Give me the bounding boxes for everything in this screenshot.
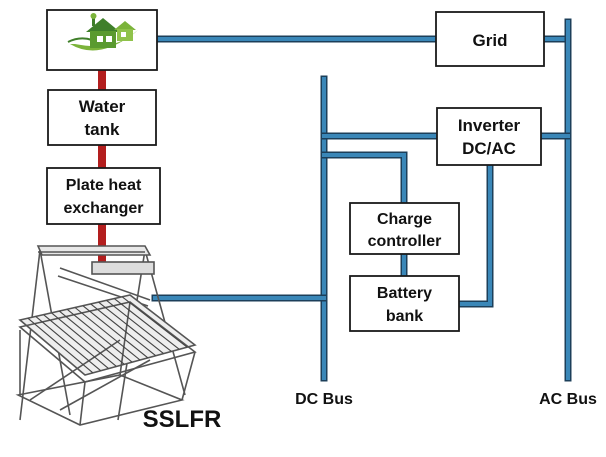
charge-controller-box: Charge controller <box>349 202 460 255</box>
heat-pipe <box>98 70 106 264</box>
mirror-row <box>74 307 141 361</box>
water-tank-label-line2: tank <box>85 120 121 139</box>
mirror-row <box>27 317 94 374</box>
water-tank-label-line1: Water <box>79 97 126 116</box>
inverter-box: Inverter DC/AC <box>436 107 542 166</box>
mirror-row <box>90 303 157 357</box>
mirror-row <box>51 312 117 367</box>
dc-bus-label: DC Bus <box>295 391 353 408</box>
battery-bank-label-line2: bank <box>386 308 423 325</box>
inverter-label-line2: DC/AC <box>462 139 516 158</box>
mirror-row <box>121 296 188 348</box>
bus-lines <box>151 18 572 382</box>
grid-box: Grid <box>435 11 545 67</box>
battery-inverter-link <box>455 161 494 308</box>
charge-controller-label-line1: Charge <box>377 211 432 228</box>
inverter-label-line1: Inverter <box>458 116 521 135</box>
ac-bus-label: AC Bus <box>539 391 597 408</box>
sslfr-collector-drawing <box>15 245 197 426</box>
mirror-rows <box>27 296 188 374</box>
house-node <box>46 9 158 71</box>
mirror-row <box>43 314 109 369</box>
heat-exchanger-box: Plate heat exchanger <box>46 167 161 225</box>
heat-exchanger-label-line2: exchanger <box>63 200 143 217</box>
battery-bank-box: Battery bank <box>349 275 460 332</box>
sslfr-label: SSLFR <box>143 406 222 433</box>
mirror-row <box>106 299 172 352</box>
green-house-icon <box>67 13 138 51</box>
mirror-row <box>98 301 164 355</box>
battery-bank-label-line1: Battery <box>377 285 432 302</box>
mirror-row <box>82 305 149 359</box>
charge-controller-label-line2: controller <box>368 233 442 250</box>
mirror-row <box>35 316 102 372</box>
dc-charge-link <box>320 151 408 207</box>
grid-label: Grid <box>473 31 508 50</box>
water-tank-box: Water tank <box>47 89 157 146</box>
heat-exchanger-label-line1: Plate heat <box>66 177 142 194</box>
mirror-row <box>113 298 180 350</box>
mirror-row <box>58 310 125 365</box>
mirror-row <box>66 308 133 363</box>
